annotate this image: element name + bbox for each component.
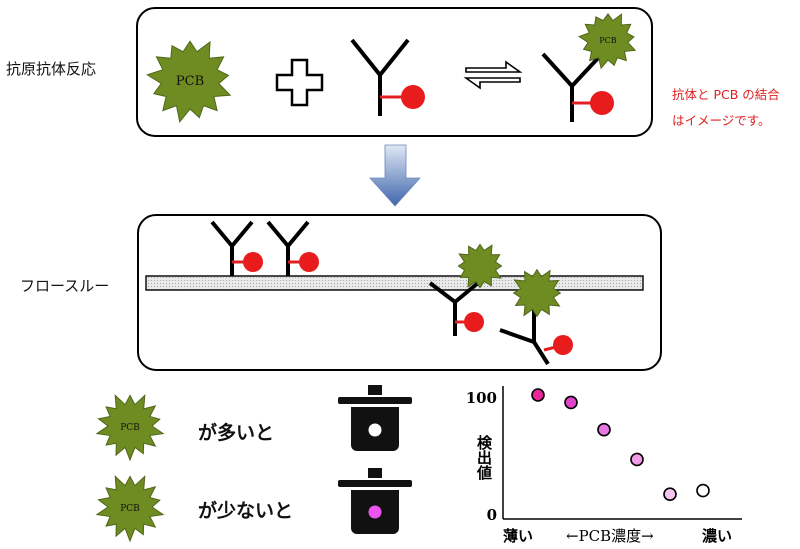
data-point-1 [531, 388, 545, 402]
pcb-few-icon: PCB [95, 475, 165, 543]
data-point-6 [696, 483, 710, 498]
flow-through-panel [137, 214, 662, 371]
pcb-pass-1-icon [457, 243, 503, 289]
x-label-right: 濃い [702, 527, 732, 545]
pcb-bound-icon: PCB [578, 13, 637, 70]
note-line-1: 抗体と PCB の結合 [672, 87, 780, 102]
pcb-label: PCB [176, 74, 204, 89]
y-axis-label: 検出値 [475, 434, 493, 481]
label-many: が多いと [198, 422, 275, 444]
x-label-left: 薄い [503, 527, 533, 545]
pcb-few-label: PCB [120, 504, 140, 514]
data-point-2 [564, 395, 578, 410]
antibody-pass-1-icon [428, 281, 480, 336]
pass-2-dot [553, 335, 573, 355]
pcb-pass-2-icon [512, 268, 562, 318]
cartridge-few-icon [338, 468, 412, 534]
label-flow-through: フロースルー [20, 277, 110, 295]
pcb-bound-label: PCB [599, 36, 617, 45]
binding-note: 抗体と PCB の結合 はイメージです。 [672, 82, 780, 134]
label-antigen-antibody-reaction: 抗原抗体反応 [6, 60, 97, 78]
pcb-antigen-icon: PCB [146, 40, 232, 123]
detection-chart: 100 0 検出値 薄い ←PCB濃度→ 濃い [466, 386, 742, 545]
cartridge-few-spot [368, 505, 382, 519]
bound-label-dot [590, 91, 614, 115]
reaction-panel [136, 7, 653, 137]
down-arrow-icon [369, 144, 421, 207]
pass-1-dot [464, 312, 484, 332]
cartridge-many-icon [338, 385, 412, 451]
y-tick-bottom: 0 [487, 506, 497, 524]
equilibrium-arrows-icon [463, 60, 523, 90]
pcb-many-icon: PCB [95, 394, 165, 462]
cartridge-many-spot [368, 423, 382, 437]
free-2-dot [299, 252, 319, 272]
free-1-dot [243, 252, 263, 272]
y-tick-top: 100 [466, 389, 497, 407]
data-point-4 [630, 452, 644, 467]
data-point-5 [663, 487, 677, 502]
label-few: が少ないと [198, 500, 294, 522]
data-points [531, 388, 710, 502]
pcb-many-label: PCB [120, 423, 140, 433]
membrane-pad [145, 275, 644, 291]
data-point-3 [597, 422, 611, 437]
x-label-center: ←PCB濃度→ [566, 527, 654, 545]
antibody-label-dot [401, 85, 425, 109]
note-line-2: はイメージです。 [672, 113, 771, 128]
plus-icon [275, 58, 324, 107]
